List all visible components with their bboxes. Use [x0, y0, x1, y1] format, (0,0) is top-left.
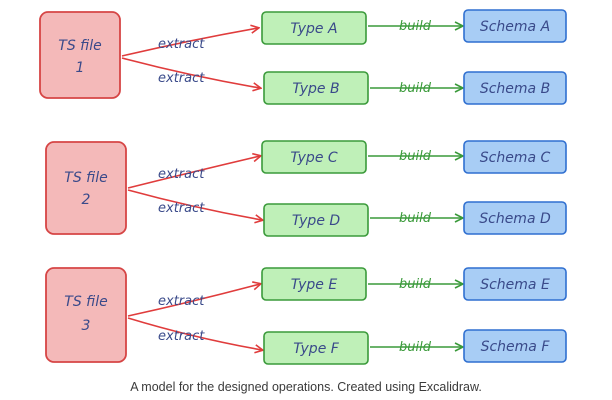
ts-file-1-number: 1 — [76, 60, 85, 76]
type-d-box — [263, 203, 369, 237]
type-b-label: Type B — [292, 81, 339, 97]
extract-label-f: extract — [158, 329, 205, 344]
schema-e-label: Schema E — [480, 277, 550, 293]
ts-file-1-label: TS file — [58, 38, 101, 54]
figure-caption: A model for the designed operations. Cre… — [130, 380, 482, 394]
build-label-a: build — [399, 19, 432, 34]
schema-a-label: Schema A — [480, 19, 550, 35]
type-a-box — [261, 11, 367, 45]
schema-c-box — [463, 140, 567, 174]
build-label-b: build — [399, 81, 432, 96]
schema-f-label: Schema F — [481, 339, 551, 355]
type-d-label: Type D — [292, 213, 341, 229]
ts-file-3-number: 3 — [82, 318, 91, 334]
group-3: TS file 3 extract extract Type E Type F … — [45, 267, 567, 365]
ts-file-2-box — [45, 141, 127, 235]
pipeline-diagram: TS file 1 extract extract Type A Type B … — [39, 9, 567, 365]
schema-b-box — [463, 71, 567, 105]
extract-arrow-e — [127, 284, 260, 317]
extract-arrow-d — [127, 189, 262, 220]
type-a-label: Type A — [290, 21, 337, 37]
extract-label-b: extract — [158, 71, 205, 86]
schema-d-box — [463, 201, 567, 235]
schema-f-box — [463, 329, 567, 363]
schema-d-label: Schema D — [479, 211, 551, 227]
schema-c-label: Schema C — [480, 150, 551, 166]
type-c-label: Type C — [290, 150, 338, 166]
ts-file-3-label: TS file — [64, 294, 107, 310]
extract-label-a: extract — [158, 37, 205, 52]
extract-arrow-f — [127, 317, 262, 350]
extract-arrow-c — [127, 156, 260, 189]
ts-file-2-label: TS file — [64, 170, 107, 186]
extract-arrow-a — [121, 28, 258, 57]
type-f-box — [263, 331, 369, 365]
build-label-e: build — [399, 277, 432, 292]
extract-label-d: extract — [158, 201, 205, 216]
build-label-c: build — [399, 149, 432, 164]
ts-file-3-box — [45, 267, 127, 363]
type-b-box — [263, 71, 369, 105]
type-c-box — [261, 140, 367, 174]
ts-file-1-box — [39, 11, 121, 99]
type-e-box — [261, 267, 367, 301]
extract-arrow-b — [121, 57, 260, 88]
type-e-label: Type E — [291, 277, 338, 293]
group-1: TS file 1 extract extract Type A Type B … — [39, 9, 567, 105]
ts-file-2-number: 2 — [82, 192, 91, 208]
schema-e-box — [463, 267, 567, 301]
group-2: TS file 2 extract extract Type C Type D … — [45, 140, 567, 237]
extract-label-e: extract — [158, 294, 205, 309]
extract-label-c: extract — [158, 167, 205, 182]
schema-b-label: Schema B — [480, 81, 550, 97]
build-label-d: build — [399, 211, 432, 226]
schema-a-box — [463, 9, 567, 43]
build-label-f: build — [399, 340, 432, 355]
type-f-label: Type F — [293, 341, 340, 357]
